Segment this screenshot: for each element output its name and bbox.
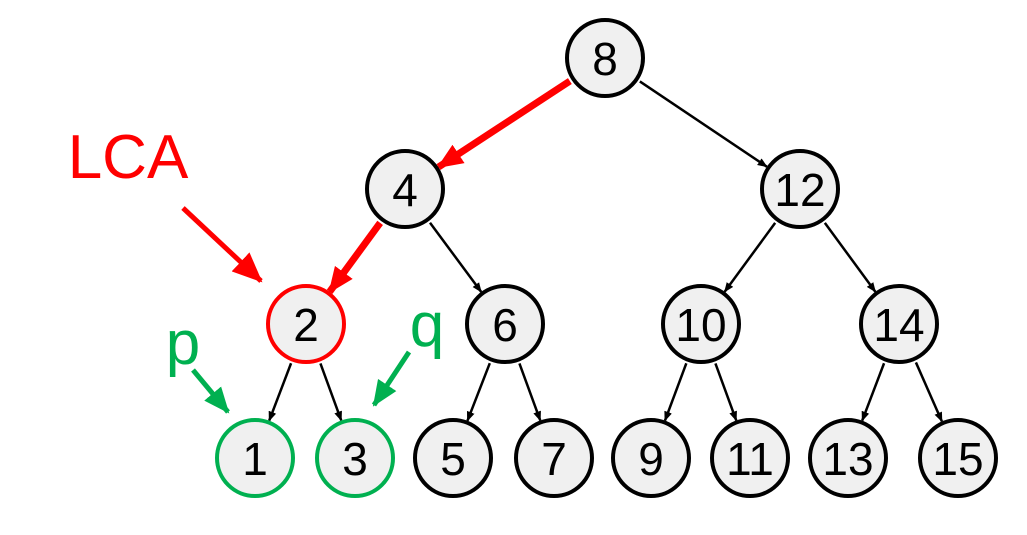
edge-12-to-14 <box>823 222 877 293</box>
tree-node-8: 8 <box>565 18 645 98</box>
node-circle-10 <box>661 284 741 364</box>
edge-2-to-3 <box>319 363 343 422</box>
annotation-lca-label: LCA <box>68 123 189 192</box>
edge-14-to-13 <box>861 362 886 422</box>
node-label-10: 10 <box>675 299 726 351</box>
node-label-6: 6 <box>492 299 518 351</box>
node-circle-4 <box>365 149 445 229</box>
tree-node-5: 5 <box>413 418 493 498</box>
node-label-13: 13 <box>822 433 873 485</box>
node-circle-11 <box>710 418 790 498</box>
edge-10-to-11 <box>714 363 738 422</box>
tree-node-6: 6 <box>465 284 545 364</box>
tree-node-11: 11 <box>710 418 790 498</box>
tree-node-4: 4 <box>365 149 445 229</box>
node-circle-2 <box>266 284 346 364</box>
edge-6-to-5 <box>466 362 491 422</box>
edge-2-to-1 <box>268 362 293 422</box>
tree-node-10: 10 <box>661 284 741 364</box>
node-label-4: 4 <box>392 164 418 216</box>
node-label-1: 1 <box>242 433 268 485</box>
node-label-14: 14 <box>873 299 924 351</box>
annotation-q-arrow <box>371 350 412 407</box>
node-circle-12 <box>760 149 840 229</box>
tree-node-9: 9 <box>611 418 691 498</box>
edge-4-to-6 <box>428 222 483 293</box>
tree-node-2: 2 <box>266 284 346 364</box>
node-label-9: 9 <box>638 433 664 485</box>
node-circle-3 <box>315 418 395 498</box>
node-label-12: 12 <box>774 164 825 216</box>
tree-edges <box>268 78 944 423</box>
node-label-3: 3 <box>342 433 368 485</box>
node-circle-1 <box>215 418 295 498</box>
node-circle-14 <box>859 284 939 364</box>
node-circle-5 <box>413 418 493 498</box>
node-label-15: 15 <box>932 433 983 485</box>
node-circle-7 <box>514 418 594 498</box>
tree-node-1: 1 <box>215 418 295 498</box>
edge-4-to-2 <box>326 220 383 294</box>
edge-12-to-10 <box>723 222 777 293</box>
edge-6-to-7 <box>518 363 542 422</box>
edge-14-to-15 <box>914 361 944 423</box>
tree-node-3: 3 <box>315 418 395 498</box>
node-label-11: 11 <box>726 433 774 485</box>
annotation-p-arrow <box>191 368 230 414</box>
edge-10-to-9 <box>663 362 688 422</box>
node-label-2: 2 <box>293 299 319 351</box>
tree-node-14: 14 <box>859 284 939 364</box>
node-label-8: 8 <box>592 33 618 85</box>
tree-node-13: 13 <box>808 418 888 498</box>
node-label-5: 5 <box>440 433 466 485</box>
edge-8-to-12 <box>639 80 768 168</box>
annotations: LCA p q <box>68 123 444 414</box>
node-circle-9 <box>611 418 691 498</box>
node-circle-13 <box>808 418 888 498</box>
annotation-q-label: q <box>410 291 444 360</box>
node-circle-15 <box>918 418 998 498</box>
annotation-p-label: p <box>166 309 200 378</box>
node-label-7: 7 <box>541 433 567 485</box>
edge-8-to-4 <box>436 78 572 171</box>
tree-node-12: 12 <box>760 149 840 229</box>
node-circle-8 <box>565 18 645 98</box>
annotation-lca-arrow <box>181 206 263 283</box>
tree-node-15: 15 <box>918 418 998 498</box>
tree-node-7: 7 <box>514 418 594 498</box>
node-circle-6 <box>465 284 545 364</box>
